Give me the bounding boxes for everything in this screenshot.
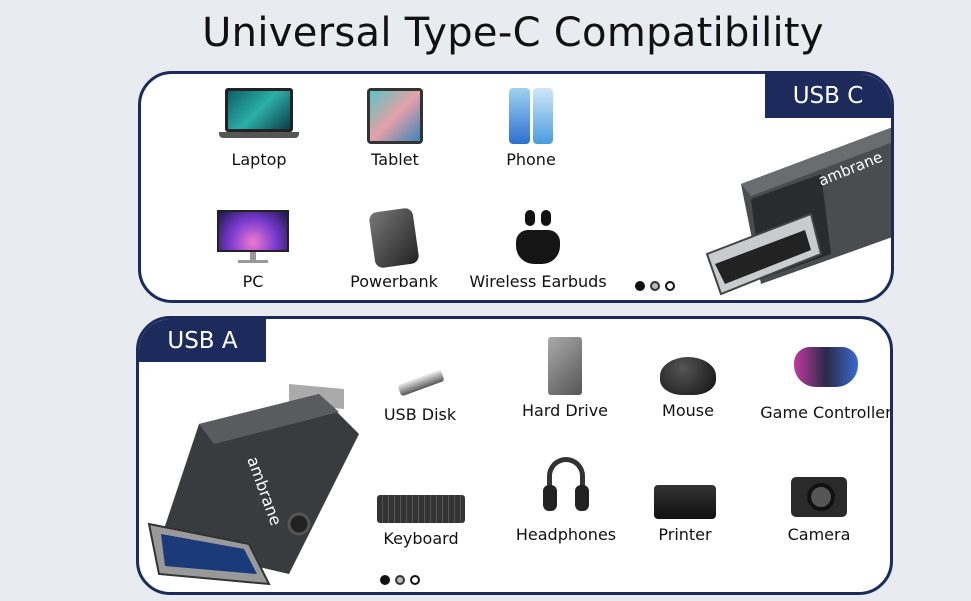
list-item: Hard Drive [490, 337, 640, 420]
dot[interactable] [395, 575, 405, 585]
list-item: Camera [744, 469, 890, 544]
list-item: Wireless Earbuds [463, 210, 613, 291]
item-label: Tablet [371, 150, 419, 169]
page-title: Universal Type-C Compatibility [202, 10, 824, 56]
usb-disk-icon [394, 363, 446, 399]
game-controller-icon [794, 339, 858, 397]
dot[interactable] [380, 575, 390, 585]
usb-c-panel: USB C Laptop Tablet Phone PC Powerbank W… [138, 71, 894, 303]
headphones-icon [543, 457, 589, 519]
list-item: Mouse [613, 355, 763, 420]
item-label: Headphones [515, 525, 617, 544]
usb-a-adapter-image: ambrane [147, 384, 359, 586]
phone-icon [509, 88, 553, 144]
item-label: USB Disk [383, 405, 457, 424]
usb-c-adapter-image: ambrane [705, 127, 891, 296]
carousel-dots[interactable] [380, 575, 420, 585]
item-label: Powerbank [350, 272, 438, 291]
usb-c-tab: USB C [765, 74, 891, 118]
dot[interactable] [665, 281, 675, 291]
usb-a-panel: USB A ambrane USB Disk Hard Drive Mouse … [136, 316, 893, 595]
printer-icon [654, 481, 716, 519]
list-item: Laptop [184, 88, 334, 169]
item-label: Hard Drive [521, 401, 609, 420]
dot[interactable] [410, 575, 420, 585]
hard-drive-icon [548, 337, 582, 395]
powerbank-icon [368, 207, 420, 269]
list-item: Game Controller [751, 337, 892, 422]
item-label: Keyboard [383, 529, 459, 548]
laptop-icon [219, 88, 299, 144]
item-label: Game Controller [760, 403, 892, 422]
list-item: Phone [456, 88, 606, 169]
list-item: USB Disk [345, 359, 495, 424]
camera-icon [791, 469, 847, 519]
dot[interactable] [635, 281, 645, 291]
tablet-icon [367, 88, 423, 144]
item-label: Camera [787, 525, 851, 544]
list-item: Printer [610, 481, 760, 544]
list-item: Keyboard [346, 489, 496, 548]
item-label: PC [242, 272, 264, 291]
list-item: PC [178, 210, 328, 291]
monitor-icon [217, 210, 289, 266]
usb-a-tab: USB A [139, 319, 266, 362]
mouse-icon [660, 357, 716, 395]
item-label: Laptop [231, 150, 287, 169]
list-item: Headphones [491, 457, 641, 544]
dot[interactable] [650, 281, 660, 291]
item-label: Wireless Earbuds [469, 272, 607, 291]
list-item: Tablet [320, 88, 470, 169]
item-label: Printer [658, 525, 712, 544]
keyboard-icon [377, 495, 465, 523]
carousel-dots[interactable] [635, 281, 675, 291]
earbuds-icon [513, 210, 563, 266]
item-label: Mouse [662, 401, 714, 420]
list-item: Powerbank [319, 207, 469, 291]
item-label: Phone [506, 150, 556, 169]
